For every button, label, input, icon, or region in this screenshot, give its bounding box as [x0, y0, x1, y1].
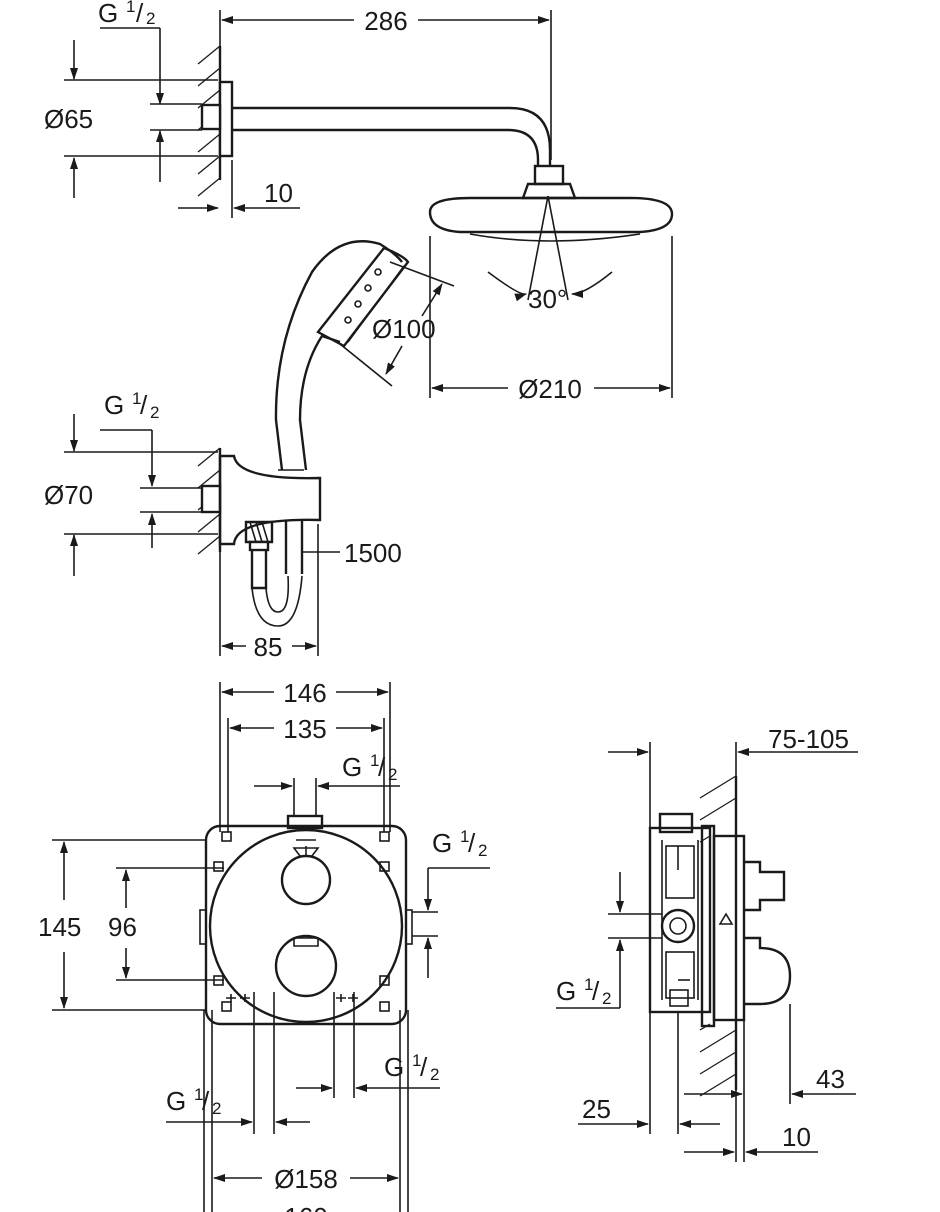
thread-label-middle: G 1 / 2: [104, 389, 159, 422]
thread-label-front-top: G 1 / 2: [342, 751, 397, 784]
thread-label-top: G 1 / 2: [98, 0, 155, 28]
svg-text:2: 2: [430, 1065, 439, 1084]
thread-label-side: G 1 / 2: [556, 975, 611, 1008]
dim-flange-depth: 10: [264, 178, 293, 208]
svg-text:G: G: [98, 0, 118, 28]
svg-text:G: G: [384, 1052, 404, 1082]
svg-text:G: G: [166, 1086, 186, 1116]
diverter-handle: [280, 839, 332, 906]
svg-text:2: 2: [388, 765, 397, 784]
svg-text:1: 1: [460, 827, 469, 846]
dim-flange-diameter: Ø65: [44, 104, 93, 134]
shower-arm: [200, 80, 577, 200]
dim-plate-thickness: 10: [782, 1122, 811, 1152]
svg-text:/: /: [592, 976, 600, 1006]
svg-text:G: G: [556, 976, 576, 1006]
svg-text:1: 1: [194, 1085, 203, 1104]
svg-text:G: G: [432, 828, 452, 858]
thread-label-front-right: G 1 / 2: [432, 827, 487, 860]
dim-hose-length: 1500: [344, 538, 402, 568]
svg-text:1: 1: [126, 0, 135, 16]
rain-shower-head: [428, 195, 674, 302]
mounting-box: [199, 814, 413, 1026]
svg-text:/: /: [420, 1052, 428, 1082]
thermostat-front-view: 146 135 G 1 / 2: [38, 678, 490, 1212]
svg-text:/: /: [378, 752, 386, 782]
svg-text:/: /: [136, 0, 144, 28]
dim-tilt-angle: 30°: [528, 284, 567, 314]
rosette-plate: [208, 828, 404, 1024]
valve-body-side: [648, 812, 792, 1028]
svg-text:G: G: [104, 390, 124, 420]
svg-text:1: 1: [132, 389, 141, 408]
svg-text:2: 2: [212, 1099, 221, 1118]
dim-arm-length: 286: [364, 6, 407, 36]
svg-text:/: /: [202, 1086, 210, 1116]
dim-installation-depth: 75-105: [768, 724, 849, 754]
dim-head-diameter: Ø210: [518, 374, 582, 404]
thermostat-handle: [274, 934, 338, 998]
svg-text:1: 1: [412, 1051, 421, 1070]
wall-elbow-holder: [200, 454, 322, 627]
dim-axis-spacing: 96: [108, 912, 137, 942]
wall-hatch-side: [699, 775, 738, 1097]
dim-handle-projection: 43: [816, 1064, 845, 1094]
thread-label-front-bottom-right: G 1 / 2: [384, 1051, 439, 1084]
hand-shower: [274, 240, 410, 471]
thread-label-front-bottom-left: G 1 / 2: [166, 1085, 221, 1118]
hand-shower-view: Ø100: [44, 240, 455, 662]
dim-hole-spacing: 135: [283, 714, 326, 744]
svg-text:/: /: [140, 390, 148, 420]
dim-plate-width: 146: [283, 678, 326, 708]
svg-text:2: 2: [602, 989, 611, 1008]
dim-overall-cut: 160: [284, 1202, 327, 1212]
dim-elbow-diameter: Ø70: [44, 480, 93, 510]
svg-text:2: 2: [150, 403, 159, 422]
svg-text:2: 2: [146, 9, 155, 28]
svg-text:1: 1: [584, 975, 593, 994]
svg-text:2: 2: [478, 841, 487, 860]
head-shower-view: 286 G 1 / 2 Ø65 10 30° Ø210: [44, 0, 674, 404]
svg-text:G: G: [342, 752, 362, 782]
svg-text:/: /: [468, 828, 476, 858]
dim-hand-head-diameter: Ø100: [372, 314, 436, 344]
thermostat-side-view: 75-105 G 1 / 2 25 43 10: [556, 724, 858, 1162]
dim-rosette-diameter: Ø158: [274, 1164, 338, 1194]
svg-text:1: 1: [370, 751, 379, 770]
outlet-marks: [226, 992, 358, 1018]
dim-plate-height: 145: [38, 912, 81, 942]
dim-projection: 85: [254, 632, 283, 662]
dim-min-depth: 25: [582, 1094, 611, 1124]
